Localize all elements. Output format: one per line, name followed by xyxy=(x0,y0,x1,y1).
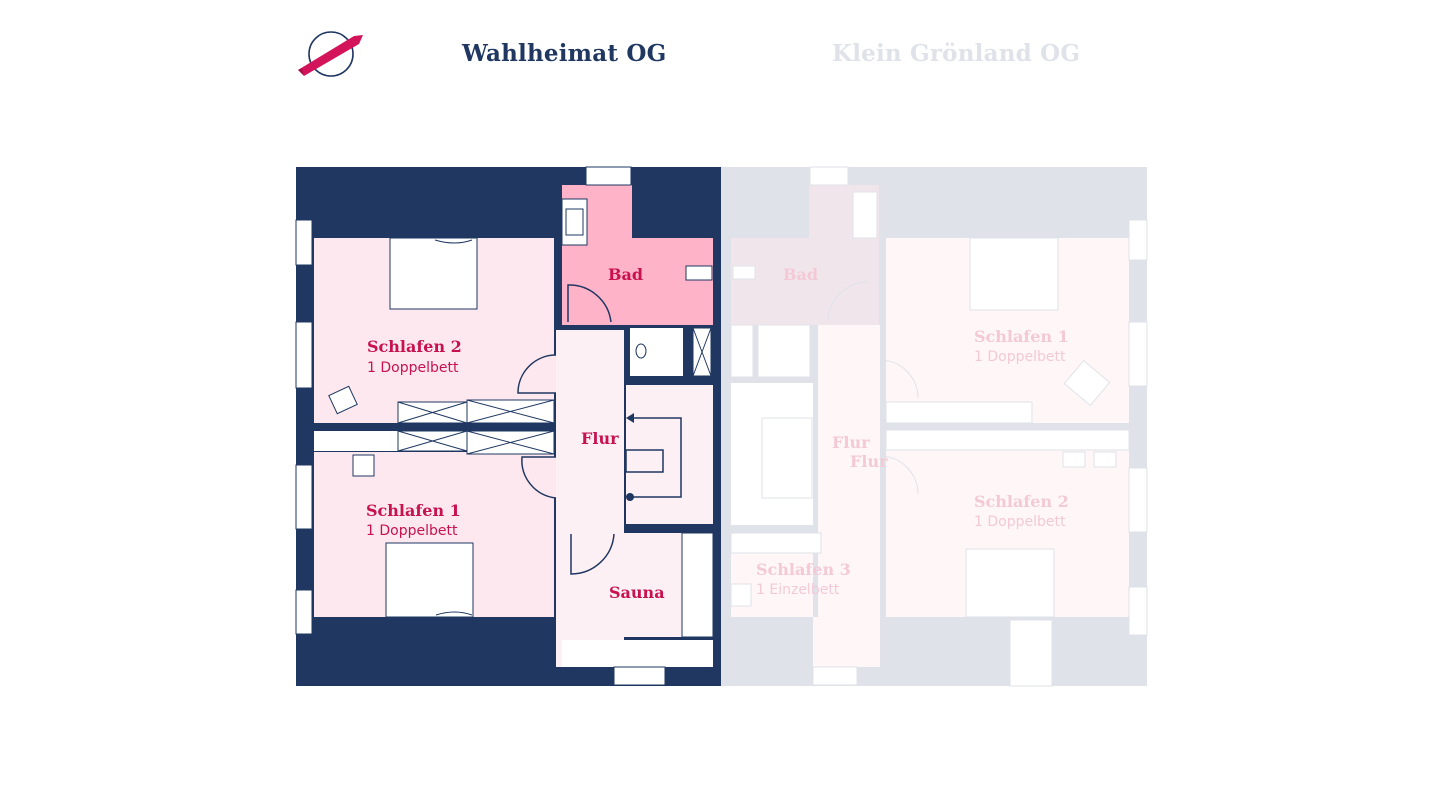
ghost-wall-block xyxy=(731,617,813,685)
ghost-wardrobe xyxy=(885,401,1033,424)
ghost-wall-block xyxy=(731,185,809,238)
room-bad-ext xyxy=(562,238,713,325)
ghost-room-schlafen3-ext xyxy=(813,617,880,667)
ghost-shower xyxy=(730,324,754,378)
ghost-room-flur xyxy=(818,325,880,667)
stairwell xyxy=(626,385,713,524)
schlafen1-door-swing xyxy=(521,456,557,499)
sauna-door-swing xyxy=(570,533,615,575)
stairs-start-dot xyxy=(626,493,634,501)
nightstand xyxy=(352,454,375,477)
sauna-bench xyxy=(562,640,713,667)
ghost-stairwell xyxy=(731,383,813,525)
ghost-toilet-area xyxy=(757,324,811,378)
room-label-schlafen1: Schlafen 1 xyxy=(366,501,461,520)
ghost-window xyxy=(812,666,858,686)
wardrobe xyxy=(397,399,555,424)
ghost-door-swing xyxy=(879,455,919,495)
ghost-armchair xyxy=(1063,359,1111,407)
ghost-room-label-schlafen3: Schlafen 3 xyxy=(756,560,851,579)
chair xyxy=(328,385,358,415)
bed-pillow xyxy=(434,239,473,244)
ghost-bath-fixture xyxy=(732,265,756,280)
windows xyxy=(295,166,666,686)
schlafen2-door-swing xyxy=(517,354,557,394)
ghost-door-swing xyxy=(879,359,919,399)
ghost-sink xyxy=(852,191,878,239)
bad-door-swing xyxy=(567,284,612,323)
ghost-bed xyxy=(969,237,1059,311)
towel-rack xyxy=(685,265,713,281)
ghost-nightstand xyxy=(1062,451,1086,468)
sauna-bench-side xyxy=(681,532,714,638)
ghost-nightstand xyxy=(1093,451,1117,468)
wardrobe xyxy=(314,430,555,455)
room-beds-schlafen2: 1 Doppelbett xyxy=(367,360,459,376)
ghost-window xyxy=(809,166,849,186)
ghost-room-label-flur-2: Flur xyxy=(850,452,888,471)
ghost-room-label-schlafen2: Schlafen 2 xyxy=(974,492,1069,511)
ghost-door-swing xyxy=(827,281,869,321)
globe-circle xyxy=(308,31,354,77)
ghost-window xyxy=(1128,586,1148,636)
tab-wahlheimat-og[interactable]: Wahlheimat OG xyxy=(462,40,667,67)
ghost-room-beds-schlafen1: 1 Doppelbett xyxy=(974,349,1066,365)
ghost-room-beds-schlafen2: 1 Doppelbett xyxy=(974,514,1066,530)
stairs-outline xyxy=(633,417,682,498)
ghost-window-seat xyxy=(1009,619,1053,687)
room-label-sauna: Sauna xyxy=(609,583,665,602)
ghost-wardrobe xyxy=(885,429,1130,451)
ghost-room-label-bad: Bad xyxy=(783,265,818,284)
stairs-arrow-icon xyxy=(626,413,634,423)
shower-cross xyxy=(692,327,712,377)
plan-klein-groenland[interactable]: Bad Schlafen 1 1 Doppelbett Flur Flur Sc… xyxy=(721,166,1148,687)
ghost-room-label-flur: Flur xyxy=(832,433,870,452)
plan-wahlheimat[interactable]: Schlafen 2 1 Doppelbett Bad Flur Schlafe… xyxy=(295,166,721,686)
ghost-desk xyxy=(730,583,752,607)
ghost-stairs xyxy=(761,417,813,499)
toilet-icon xyxy=(635,343,647,359)
double-bed xyxy=(389,237,478,310)
ghost-bed xyxy=(965,548,1055,618)
ghost-window xyxy=(1128,321,1148,387)
ghost-wardrobe xyxy=(730,532,822,554)
bed-pillow xyxy=(435,611,473,616)
stairs-landing xyxy=(625,449,664,473)
ribbon-shape xyxy=(298,35,363,76)
tab-klein-groenland-og[interactable]: Klein Grönland OG xyxy=(832,40,1081,67)
sink-basin xyxy=(565,208,584,236)
double-bed xyxy=(385,542,474,618)
room-label-flur: Flur xyxy=(581,429,619,448)
ribbon-tail xyxy=(298,68,304,76)
ghost-window xyxy=(1128,219,1148,261)
ghost-room-label-schlafen1: Schlafen 1 xyxy=(974,327,1069,346)
room-label-schlafen2: Schlafen 2 xyxy=(367,337,462,356)
ghost-window xyxy=(1128,467,1148,533)
room-beds-schlafen1: 1 Doppelbett xyxy=(366,523,458,539)
ghost-room-beds-schlafen3: 1 Einzelbett xyxy=(756,582,840,598)
ribbon-globe-logo[interactable] xyxy=(296,30,366,80)
room-label-bad: Bad xyxy=(608,265,643,284)
